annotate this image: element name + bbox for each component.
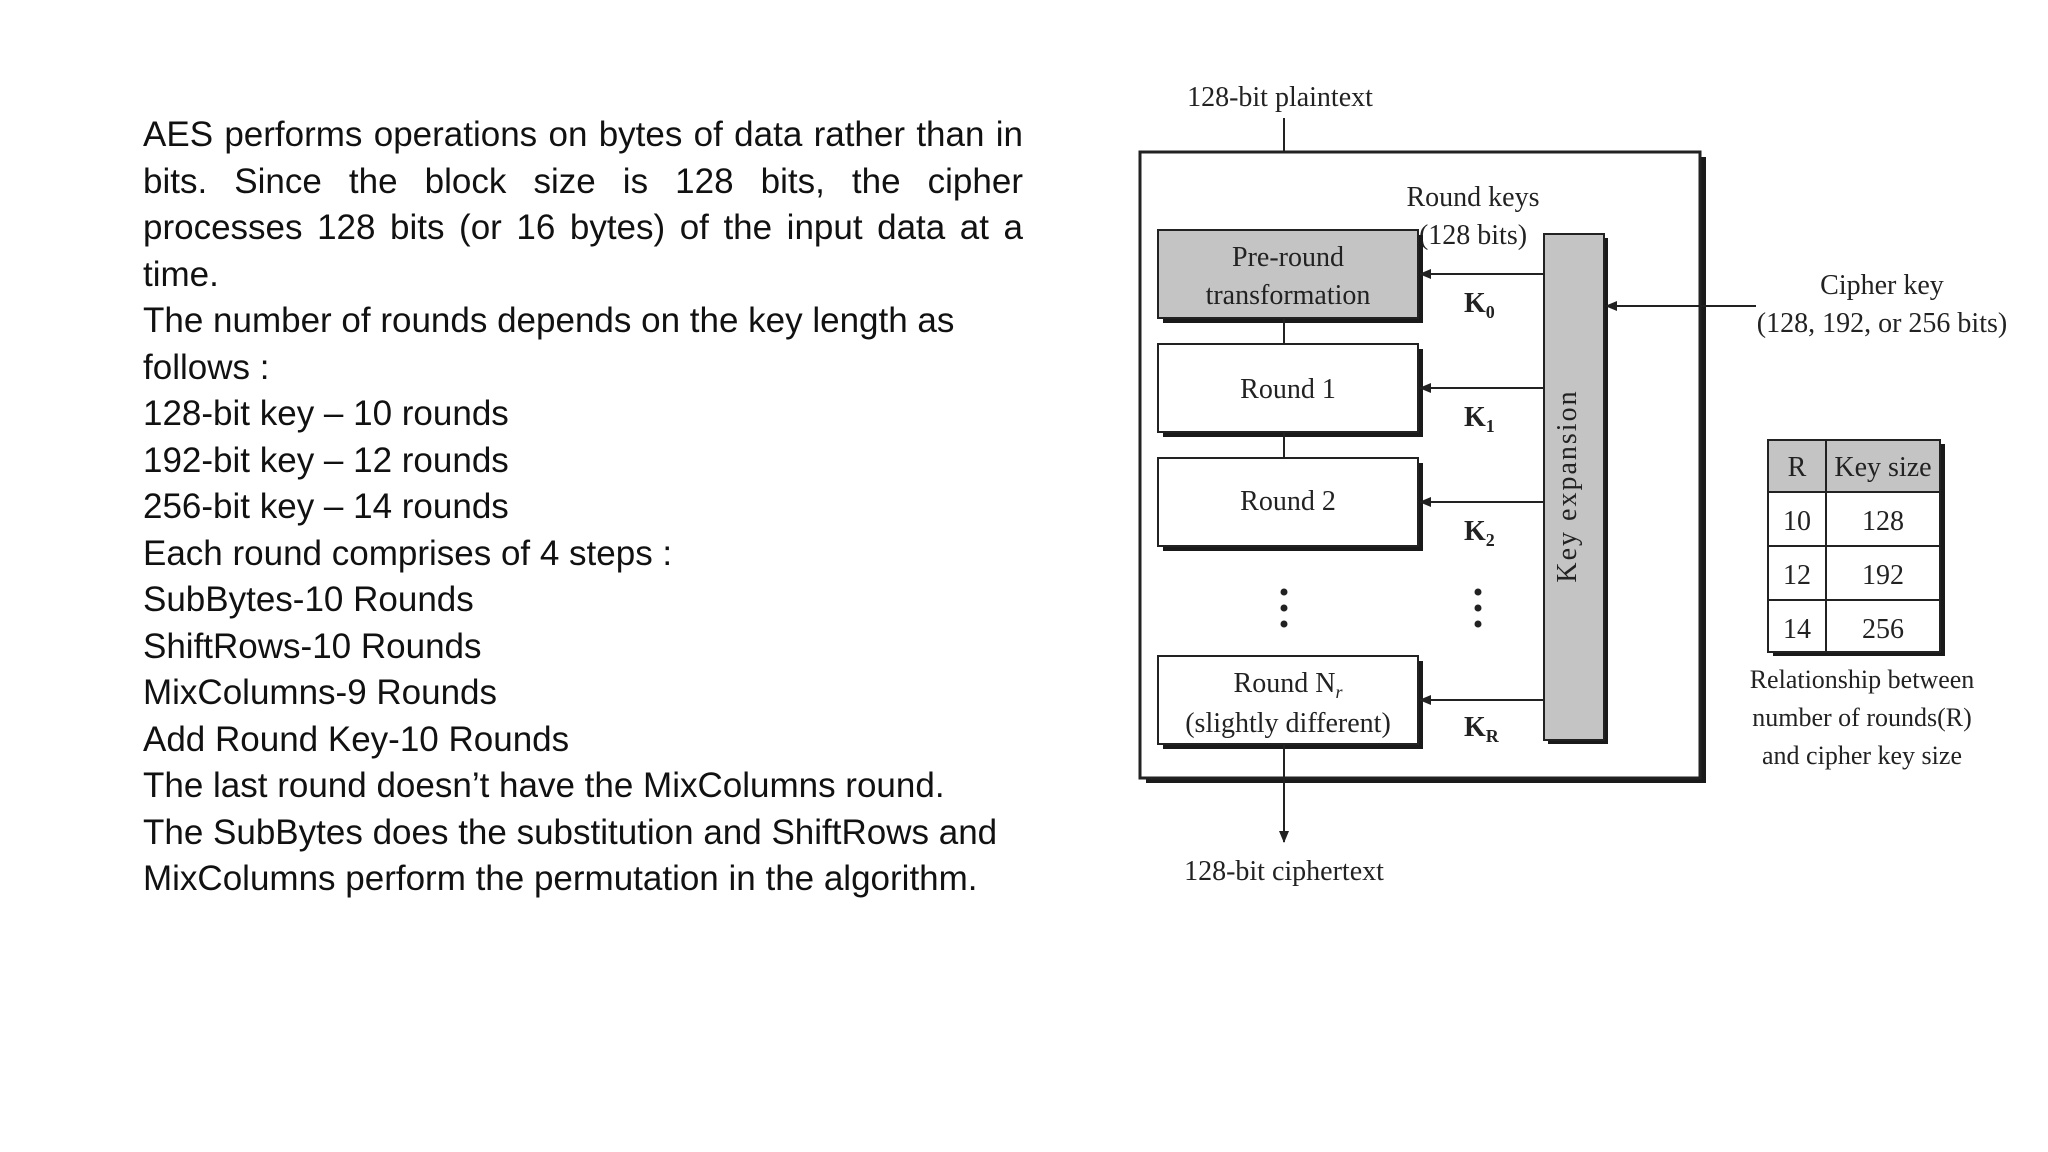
rounds-ellipsis (1280, 588, 1288, 628)
table-cell-size-256: 256 (1862, 614, 1904, 645)
plaintext-label: 128-bit plaintext (1187, 82, 1373, 113)
key-expansion-box (1543, 233, 1605, 741)
pre-round-transformation-label: transformation (1206, 280, 1371, 311)
round2-label: Round 2 (1240, 486, 1336, 517)
table-cell-size-192: 192 (1862, 560, 1904, 591)
key-k1-label: K1 (1464, 402, 1495, 436)
table-header-r: R (1788, 452, 1807, 483)
pre-round-label: Pre-round (1232, 242, 1344, 273)
cipher-key-label: Cipher key (1820, 270, 1944, 301)
table-caption-line1: Relationship between (1750, 665, 1975, 694)
cipher-key-size-label: (128, 192, or 256 bits) (1757, 308, 2007, 339)
table-cell-r-10: 10 (1783, 506, 1811, 537)
paragraph-mixcolumns: MixColumns-9 Rounds (143, 673, 498, 712)
roundN-box (1157, 655, 1419, 745)
round1-label: Round 1 (1240, 374, 1336, 405)
table-caption-line2: number of rounds(R) (1752, 703, 1972, 732)
key-kr-label: KR (1464, 712, 1500, 746)
paragraph-aes-bytes: AES performs operations on bytes of data… (143, 115, 1023, 294)
table-body-bg (1767, 491, 1941, 653)
paragraph-192-key: 192-bit key – 12 rounds (143, 440, 509, 480)
paragraph-128-key: 128-bit key – 10 rounds (143, 394, 509, 433)
rounds-table: R Key size 10 128 12 192 14 256 (1767, 439, 1945, 656)
table-caption-line3: and cipher key size (1762, 741, 1962, 770)
round-keys-label: Round keys (1407, 182, 1540, 213)
key-k2-label: K2 (1464, 516, 1495, 550)
paragraph-addroundkey: Add Round Key-10 Rounds (143, 719, 570, 759)
roundN-label: Round Nr (1234, 668, 1344, 702)
aes-structure-diagram: 128-bit plaintext Round keys (128 bits) … (1120, 66, 2020, 906)
key-expansion-label: Key expansion (1552, 389, 1583, 582)
table-cell-size-128: 128 (1862, 506, 1904, 537)
round2-box (1157, 457, 1419, 547)
keys-ellipsis (1474, 588, 1482, 628)
roundN-note-label: (slightly different) (1185, 708, 1391, 739)
table-cell-r-14: 14 (1783, 614, 1811, 645)
paragraph-rounds-intro: The number of rounds depends on the key … (143, 301, 955, 387)
paragraph-last-round: The last round doesn’t have the MixColum… (143, 766, 945, 805)
paragraph-shiftrows: ShiftRows-10 Rounds (143, 626, 482, 666)
paragraph-steps-intro: Each round comprises of 4 steps : (143, 533, 673, 573)
body-text: AES performs operations on bytes of data… (143, 112, 1023, 903)
table-header-key-size: Key size (1834, 452, 1931, 483)
round1-box (1157, 343, 1419, 433)
table-header-bg (1767, 439, 1941, 493)
paragraph-subbytes: SubBytes-10 Rounds (143, 580, 474, 619)
paragraph-256-key: 256-bit key – 14 rounds (143, 487, 509, 526)
table-cell-r-12: 12 (1783, 560, 1811, 591)
paragraph-subbytes-role: The SubBytes does the substitution and S… (143, 812, 998, 899)
round-keys-bits-label: (128 bits) (1419, 220, 1527, 251)
pre-round-box (1157, 229, 1419, 319)
key-k0-label: K0 (1464, 288, 1495, 322)
ciphertext-label: 128-bit ciphertext (1184, 856, 1384, 887)
